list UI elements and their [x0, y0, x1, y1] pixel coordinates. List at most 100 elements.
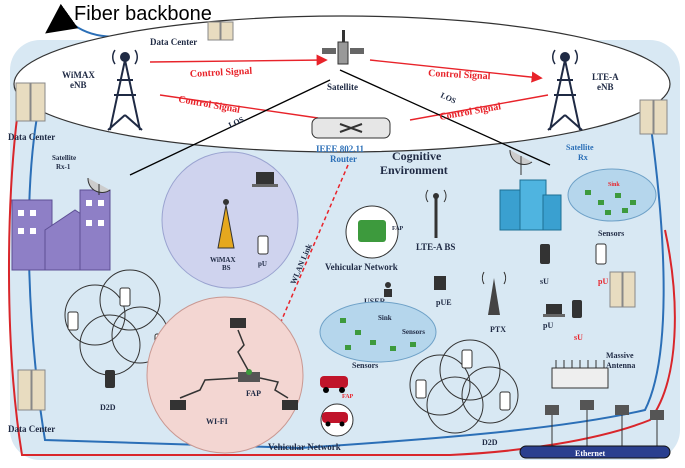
- sink-top-label: Sink: [608, 182, 620, 188]
- su-1-label: sU: [540, 277, 549, 286]
- phone-su-2-icon: [572, 300, 582, 318]
- data-center-top-label: Data Center: [150, 37, 197, 47]
- d2d-right-phone-3-icon: [499, 391, 511, 411]
- laptop-wimax-icon: [252, 172, 278, 187]
- sensor-cloud-top: [567, 168, 657, 222]
- los-line-right: [339, 69, 551, 166]
- car-icon-2: [322, 412, 348, 427]
- phone-pu-left-icon: [257, 235, 269, 255]
- satellite-icon: [322, 30, 364, 65]
- control-signal-1: Control Signal: [190, 66, 253, 80]
- wifi-coverage-circle: [146, 296, 304, 454]
- wifi-label: WI-FI: [206, 417, 228, 426]
- sensors-mid-right-label: Sensors: [402, 328, 425, 336]
- lte-enb-label-2: eNB: [597, 82, 614, 92]
- d2d-left-phone-1-icon: [67, 311, 79, 331]
- ptx-tower-icon: [481, 271, 507, 315]
- pue-phone-icon: [434, 276, 446, 290]
- lte-bs-icon: [425, 189, 447, 238]
- right-city-icon: [499, 179, 562, 231]
- massive-antenna-icon: [551, 360, 609, 389]
- wimax-enb-tower-icon: [107, 49, 143, 131]
- control-signal-3: Control Signal: [428, 68, 491, 82]
- ptx-label: PTX: [490, 325, 506, 334]
- satellite-dish-right-icon: [509, 149, 533, 175]
- satellite-label: Satellite: [327, 82, 358, 92]
- sensors-mid-label: Sensors: [352, 361, 378, 370]
- wifi-laptops: [170, 318, 298, 410]
- d2d-right-label: D2D: [482, 438, 498, 447]
- sink-mid-label: Sink: [378, 314, 392, 322]
- lte-enb-tower-icon: [547, 49, 583, 131]
- left-buildings-icon: [11, 189, 111, 271]
- wimax-bs-label-2: BS: [222, 264, 231, 272]
- fiber-red-line: [8, 94, 676, 456]
- data-center-right-bottom-icon: [609, 271, 636, 308]
- su-2-label: sU: [574, 333, 583, 342]
- satellite-rx-right-label-2: Rx: [578, 153, 588, 162]
- train-icon: [358, 220, 386, 242]
- control-signal-lines: [149, 54, 549, 121]
- wimax-bs-icon: [217, 199, 235, 249]
- wimax-enb-label-1: WiMAX: [62, 70, 95, 80]
- d2d-right-circles: [409, 339, 519, 434]
- ethernet-workstations: [545, 400, 664, 420]
- ethernet-drops: [551, 410, 658, 448]
- user-icon: [384, 282, 392, 297]
- car-icon-1: [320, 376, 348, 393]
- wifi-links: [179, 329, 289, 399]
- title: Fiber backbone: [74, 3, 212, 25]
- data-center-bottom-label: Data Center: [8, 424, 55, 434]
- fap-top-label: FAP: [392, 226, 404, 232]
- backbone-ellipse: [13, 15, 671, 153]
- vehicular-top-label: Vehicular Network: [325, 262, 398, 272]
- data-center-left-label: Data Center: [8, 132, 55, 142]
- wimax-enb-label-2: eNB: [70, 80, 87, 90]
- los-line-left: [129, 79, 331, 176]
- cognitive-label-2: Environment: [380, 163, 448, 177]
- d2d-left-phone-2-icon: [119, 287, 131, 307]
- wimax-bs-label-1: WiMAX: [210, 256, 236, 264]
- fiber-blue-line: [27, 99, 665, 450]
- satellite-rx-left-label-1: Satellite: [52, 154, 76, 162]
- d2d-right-phone-2-icon: [461, 349, 473, 369]
- pu-red-label: pU: [598, 277, 608, 286]
- lte-enb-label-1: LTE-A: [592, 72, 619, 82]
- satellite-rx-right-label-1: Satellite: [566, 143, 594, 152]
- ethernet-label: Ethernet: [575, 449, 606, 458]
- massive-label-1: Massive: [606, 351, 634, 360]
- data-center-bottom-icon: [17, 369, 46, 411]
- satellite-rx-left-label-2: Rx-1: [56, 163, 71, 171]
- pue-label: pUE: [436, 298, 452, 307]
- user-label: USER: [364, 297, 386, 306]
- d2d-left-phone-4-icon: [105, 370, 115, 388]
- satellite-dish-left-icon: [87, 177, 111, 195]
- massive-label-2: Antenna: [606, 361, 635, 370]
- router-label-1: IEEE 802.11: [316, 144, 365, 154]
- sensor-nodes-mid: [340, 318, 416, 351]
- laptop-pu-mid-icon: [543, 304, 565, 317]
- pu-left-label: pU: [258, 260, 267, 268]
- phone-pu-red-icon: [595, 243, 607, 265]
- pu-mid-label: pU: [543, 321, 553, 330]
- data-center-left-icon: [15, 82, 46, 122]
- data-center-top-icon: [207, 21, 234, 41]
- cognitive-label-1: Cognitive: [392, 149, 442, 163]
- vehicular-bottom-label: Vehicular Network: [268, 442, 341, 452]
- router-label-2: Router: [330, 154, 357, 164]
- d2d-left-label: D2D: [100, 403, 116, 412]
- lte-bs-label: LTE-A BS: [416, 242, 455, 252]
- sensor-nodes-top: [585, 190, 636, 215]
- fap-car-label: FAP: [342, 394, 354, 400]
- sensors-top-label: Sensors: [598, 229, 624, 238]
- fap-center-icon: [238, 369, 260, 382]
- data-center-right-icon: [639, 99, 668, 135]
- d2d-right-phone-1-icon: [415, 379, 427, 399]
- phone-su-1-icon: [540, 244, 550, 264]
- router-icon: [311, 117, 391, 139]
- title-arrow: [45, 3, 79, 34]
- ethernet-bus: [519, 445, 671, 459]
- fap-center-label: FAP: [246, 389, 261, 398]
